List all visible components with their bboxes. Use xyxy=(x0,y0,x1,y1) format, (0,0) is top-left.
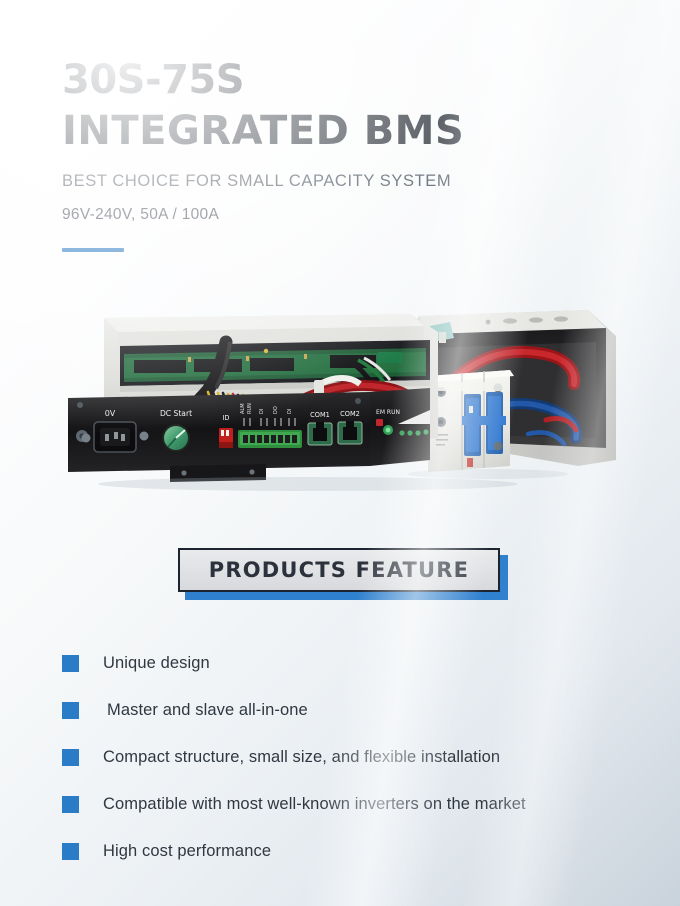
svg-text:ALM: ALM xyxy=(240,403,246,414)
feature-label: High cost performance xyxy=(103,842,272,860)
products-feature-banner: PRODUCTS FEATURE xyxy=(178,548,508,600)
svg-text:COM2: COM2 xyxy=(340,410,360,418)
svg-text:DO: DO xyxy=(273,406,279,414)
page-subtitle: BEST CHOICE FOR SMALL CAPACITY SYSTEM xyxy=(62,172,452,191)
banner-label: PRODUCTS FEATURE xyxy=(208,558,470,582)
bullet-square-icon xyxy=(62,843,79,860)
page-title-line-2: INTEGRATED BMS xyxy=(62,108,465,155)
svg-text:EM RUN: EM RUN xyxy=(376,409,400,416)
bullet-square-icon xyxy=(62,655,79,672)
list-item: Compatible with most well-known inverter… xyxy=(62,781,642,828)
feature-label: Compact structure, small size, and flexi… xyxy=(103,748,501,766)
accent-divider xyxy=(62,248,124,253)
feature-label: Master and slave all-in-one xyxy=(107,701,308,719)
list-item: Master and slave all-in-one xyxy=(62,687,642,734)
svg-text:DI: DI xyxy=(259,409,265,414)
svg-text:DI: DI xyxy=(287,409,293,414)
bullet-square-icon xyxy=(62,796,79,813)
feature-label: Unique design xyxy=(103,654,210,672)
circuit-breakers xyxy=(428,370,514,472)
list-item: High cost performance xyxy=(62,828,642,875)
status-indicators: EM RUN xyxy=(370,388,430,466)
front-panel: 0V DC Start ID ALM RUN D xyxy=(68,392,370,472)
bullet-square-icon xyxy=(62,749,79,766)
list-item: Compact structure, small size, and flexi… xyxy=(62,734,642,781)
list-item: Unique design xyxy=(62,640,642,687)
svg-text:ID: ID xyxy=(222,414,229,422)
banner-box: PRODUCTS FEATURE xyxy=(178,548,500,592)
product-photo: 0V DC Start ID ALM RUN D xyxy=(58,288,623,493)
svg-text:RUN: RUN xyxy=(247,403,253,414)
svg-text:0V: 0V xyxy=(105,409,116,418)
feature-label: Compatible with most well-known inverter… xyxy=(103,795,526,813)
page-spec-line: 96V-240V, 50A / 100A xyxy=(62,206,220,224)
svg-text:DC Start: DC Start xyxy=(160,409,192,418)
features-list: Unique design Master and slave all-in-on… xyxy=(62,640,642,875)
page-title-line-1: 30S-75S xyxy=(62,57,245,103)
header-block: 30S-75S INTEGRATED BMS BEST CHOICE FOR S… xyxy=(62,55,622,253)
bullet-square-icon xyxy=(62,702,79,719)
svg-text:COM1: COM1 xyxy=(310,411,330,419)
panel-foot xyxy=(170,464,266,482)
